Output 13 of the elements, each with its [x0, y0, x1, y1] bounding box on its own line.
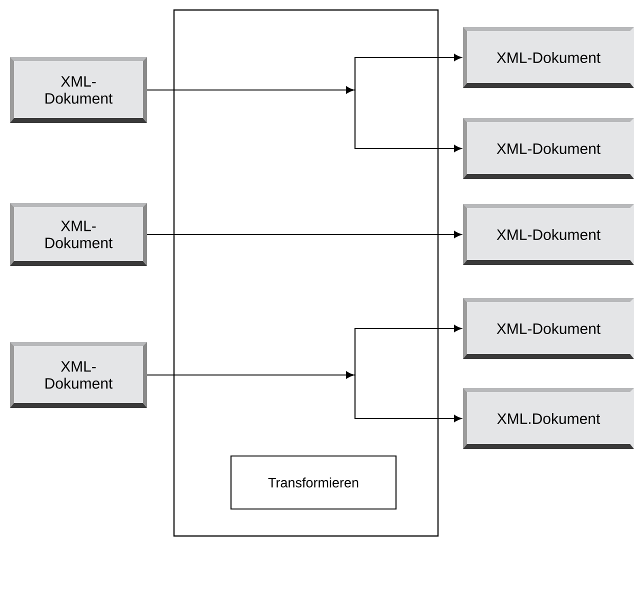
document-box: XML-Dokument: [463, 298, 634, 359]
document-box: XML-Dokument: [463, 204, 634, 265]
arrow: [147, 372, 462, 422]
document-box: XML-Dokument: [10, 203, 147, 266]
arrow: [147, 86, 462, 152]
document-box: XML-Dokument: [10, 57, 147, 123]
document-box: XML-Dokument: [463, 27, 634, 88]
process-box: Transformieren: [230, 455, 397, 510]
document-box: XML-Dokument: [10, 342, 147, 408]
document-box: XML.Dokument: [463, 388, 634, 449]
document-box: XML-Dokument: [463, 118, 634, 179]
arrow: [147, 231, 462, 238]
gateway-frame: [173, 9, 439, 537]
